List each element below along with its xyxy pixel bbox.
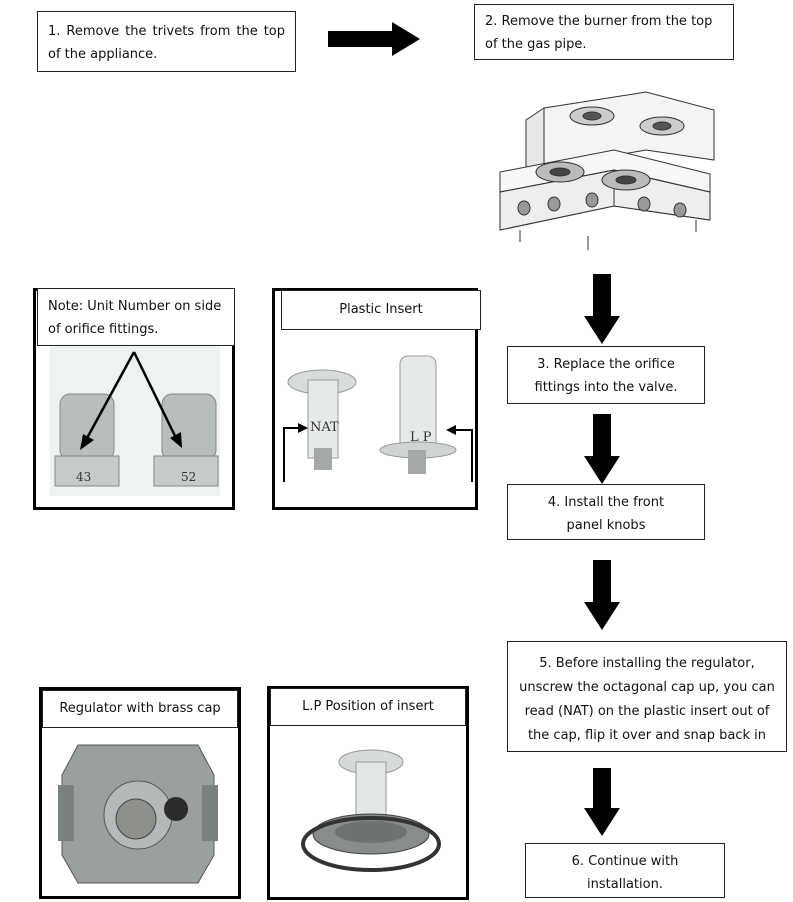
step-5-text: 5. Before installing the regulator, unsc…	[519, 656, 775, 743]
step-1-text: 1. Remove the trivets from the top of th…	[48, 24, 285, 62]
gas-range-illustration	[499, 91, 715, 250]
orifice-note-caption-box: Note: Unit Number on side of orifice fit…	[37, 288, 235, 346]
step-2-text: 2. Remove the burner from the top of the…	[485, 14, 713, 52]
step-6-box: 6. Continue with installation.	[525, 843, 725, 898]
regulator-caption: Regulator with brass cap	[59, 701, 221, 716]
insert-label-lp: L P	[410, 430, 432, 445]
lp-position-caption: L.P Position of insert	[302, 699, 434, 714]
orifice-number-right: 52	[181, 470, 197, 484]
orifice-fittings-photo	[50, 346, 220, 496]
insert-label-nat: NAT	[310, 420, 339, 435]
plastic-insert-caption: Plastic Insert	[339, 302, 423, 317]
orifice-number-left: 43	[76, 470, 92, 484]
step-4-box: 4. Install the front panel knobs	[507, 484, 705, 540]
lp-insert-photo	[301, 749, 441, 872]
step-5-box: 5. Before installing the regulator, unsc…	[507, 641, 787, 752]
arrow-down-icon	[584, 560, 620, 630]
step-4-text: 4. Install the front panel knobs	[547, 495, 665, 533]
plastic-insert-caption-box: Plastic Insert	[281, 290, 481, 330]
regulator-photo	[58, 744, 218, 884]
arrow-down-icon	[584, 274, 620, 344]
lp-position-caption-box: L.P Position of insert	[270, 688, 466, 726]
orifice-note-caption: Note: Unit Number on side of orifice fit…	[48, 299, 222, 337]
step-3-box: 3. Replace the orifice fittings into the…	[507, 346, 705, 404]
step-2-box: 2. Remove the burner from the top of the…	[474, 4, 734, 60]
step-3-text: 3. Replace the orifice fittings into the…	[534, 357, 678, 395]
arrow-down-icon	[584, 414, 620, 484]
arrow-down-icon	[584, 768, 620, 836]
regulator-caption-box: Regulator with brass cap	[42, 690, 238, 728]
plastic-insert-photo	[283, 355, 473, 482]
step-6-text: 6. Continue with installation.	[571, 854, 679, 892]
step-1-box: 1. Remove the trivets from the top of th…	[37, 11, 296, 72]
arrow-right-icon	[328, 22, 420, 56]
